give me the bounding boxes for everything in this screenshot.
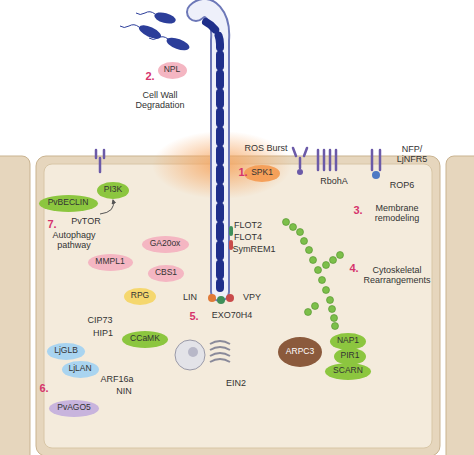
- annotation: EIN2: [226, 379, 246, 389]
- protein-blob: SCARN: [325, 363, 371, 380]
- protein-name: MMPL1: [95, 257, 124, 266]
- annotation: RbohA: [320, 177, 348, 187]
- protein-name: PvAGO5: [57, 403, 91, 412]
- protein-name: SCARN: [333, 366, 363, 375]
- protein-blob: PvAGO5: [49, 400, 99, 417]
- annotation: NFP/ LjNFR5: [391, 145, 433, 165]
- annotation: CIP73: [87, 316, 112, 326]
- protein-blob: PvBECLIN: [39, 195, 98, 212]
- annotation: Autophagy pathway: [43, 231, 105, 251]
- protein-name: CCaMK: [130, 334, 160, 343]
- protein-name: NAP1: [337, 336, 359, 345]
- infection-thread: [196, 8, 220, 292]
- protein-blob: PI3K: [97, 182, 129, 199]
- nucleus: [175, 340, 205, 370]
- cytoplasm: [44, 164, 432, 448]
- protein-blob: GA20ox: [142, 236, 189, 253]
- pathway-arrow: [100, 200, 113, 214]
- annotation: EXO70H4: [212, 311, 253, 321]
- receptors: [96, 148, 380, 172]
- callout-number: 4.: [349, 262, 358, 274]
- protein-blob: CCaMK: [122, 331, 168, 348]
- rhizobia: [120, 10, 191, 52]
- protein-name: LjLAN: [68, 364, 91, 373]
- protein-name: ARPC3: [286, 347, 314, 356]
- protein-name: RPG: [131, 291, 149, 300]
- protein-name: SPK1: [251, 168, 273, 177]
- actin-filaments: [283, 219, 344, 330]
- annotation: HIP1: [93, 329, 113, 339]
- golgi: [210, 341, 230, 362]
- protein-blob: RPG: [124, 288, 156, 305]
- protein-name: PIR1: [341, 351, 360, 360]
- protein-blob: LjLAN: [62, 361, 99, 378]
- annotation: FLOT2: [234, 221, 262, 231]
- protein-name: PvBECLIN: [48, 198, 89, 207]
- annotation: ARF16a: [100, 375, 133, 385]
- annotation: ROS Burst: [244, 144, 287, 154]
- callout-number: 2.: [145, 70, 154, 82]
- annotation: FLOT4: [234, 233, 262, 243]
- protein-name: PI3K: [104, 185, 122, 194]
- annotation: SymREM1: [232, 245, 275, 255]
- neighbour-cell: [446, 156, 474, 455]
- annotation: Cell Wall Degradation: [129, 91, 191, 111]
- callout-number: 7.: [47, 218, 56, 230]
- annotation: Cytoskeletal Rearrangements: [358, 266, 436, 286]
- protein-blob: NPL: [158, 62, 187, 79]
- protein-blob: LjGLB: [47, 343, 85, 360]
- callout-number: 6.: [39, 382, 48, 394]
- protein-name: LjGLB: [54, 346, 78, 355]
- protein-blob: MMPL1: [88, 254, 133, 271]
- callout-number: 1.: [238, 166, 247, 178]
- callout-number: 5.: [189, 310, 198, 322]
- annotation: PvTOR: [71, 217, 100, 227]
- protein-blob: SPK1: [244, 165, 280, 182]
- annotation: VPY: [243, 293, 261, 303]
- protein-blob: PIR1: [334, 348, 366, 365]
- annotation: Membrane remodeling: [366, 204, 428, 224]
- neighbour-cell: [0, 156, 30, 455]
- protein-blob: ARPC3: [278, 337, 322, 367]
- bacteroids: [206, 22, 220, 288]
- protein-name: NPL: [164, 65, 181, 74]
- annotation: ROP6: [390, 181, 415, 191]
- protein-blob: NAP1: [330, 333, 366, 350]
- protein-name: GA20ox: [150, 239, 181, 248]
- annotation: NIN: [116, 387, 132, 397]
- cell-wall: [36, 156, 440, 455]
- callout-number: 3.: [353, 204, 362, 216]
- protein-blob: CBS1: [148, 265, 184, 282]
- protein-name: CBS1: [155, 268, 177, 277]
- annotation: LIN: [183, 293, 197, 303]
